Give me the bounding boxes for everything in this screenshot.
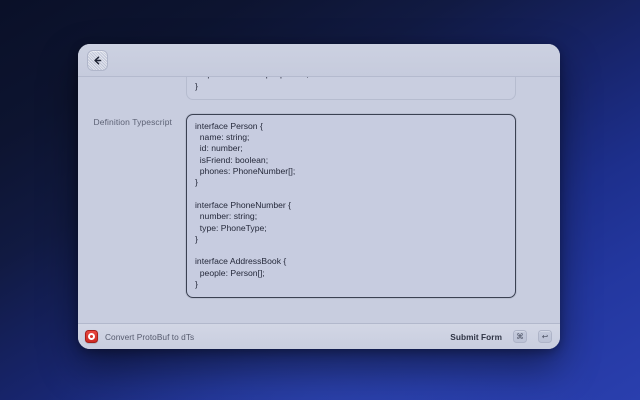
app-icon-glyph xyxy=(88,333,95,340)
key-command[interactable]: ⌘ xyxy=(513,330,527,343)
raycast-app-icon xyxy=(85,330,98,343)
field-control-protobuf: message AddressBook { repeated Person pe… xyxy=(186,77,516,100)
back-arrow-icon xyxy=(92,55,103,66)
back-button[interactable] xyxy=(87,49,108,71)
form-field-protobuf: Definition ProtoBuf message AddressBook … xyxy=(78,77,560,100)
submit-form-button[interactable]: Submit Form xyxy=(450,331,502,342)
key-return[interactable]: ↩ xyxy=(538,330,552,343)
form-body[interactable]: Definition ProtoBuf message AddressBook … xyxy=(78,77,560,323)
window-header xyxy=(78,44,560,77)
window-footer: Convert ProtoBuf to dTs Submit Form ⌘ ↩ xyxy=(78,323,560,349)
form-field-typescript: Definition Typescript interface Person {… xyxy=(78,113,560,299)
typescript-textarea[interactable]: interface Person { name: string; id: num… xyxy=(186,113,516,299)
footer-command-title: Convert ProtoBuf to dTs xyxy=(105,331,195,342)
field-control-typescript: interface Person { name: string; id: num… xyxy=(186,113,516,299)
protobuf-textarea[interactable]: message AddressBook { repeated Person pe… xyxy=(186,77,516,100)
command-window: Definition ProtoBuf message AddressBook … xyxy=(78,44,560,349)
field-label-typescript: Definition Typescript xyxy=(93,116,172,127)
